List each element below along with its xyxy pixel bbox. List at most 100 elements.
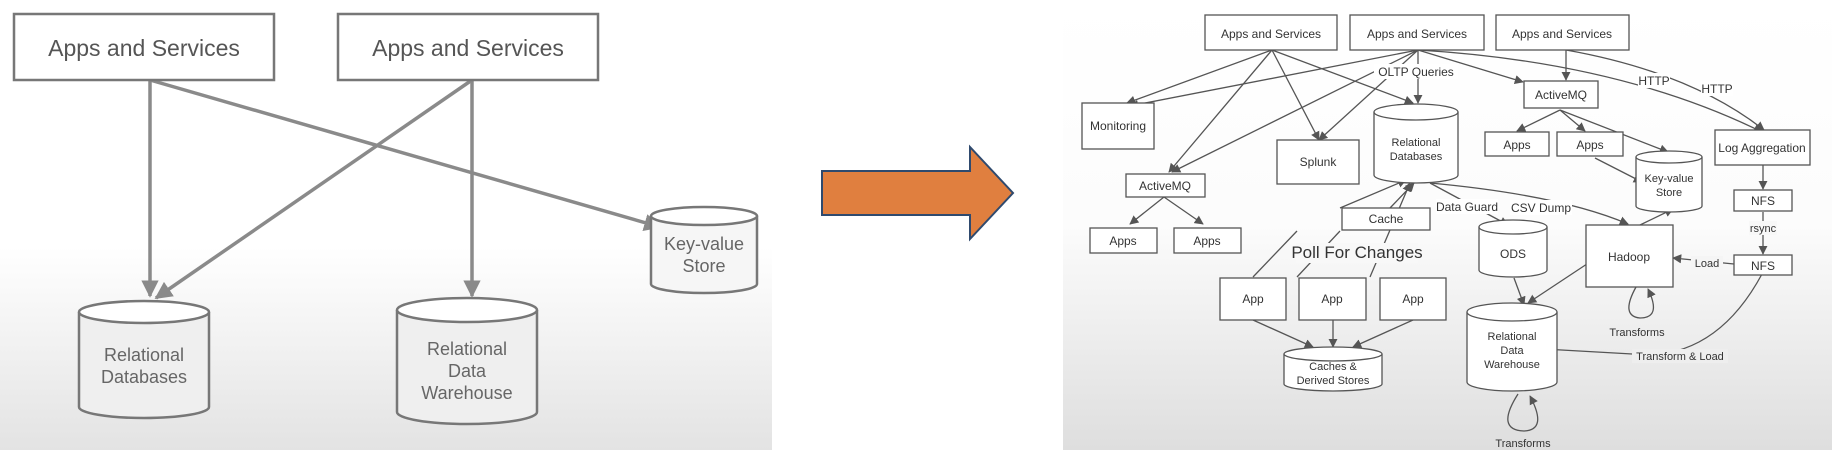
simple-architecture-panel: Apps and Services Apps and Services Rela… (0, 0, 772, 450)
cache-box: Cache (1341, 207, 1431, 231)
rdb-label-line2: Databases (1390, 151, 1443, 163)
nfs-box-2: NFS (1733, 254, 1793, 276)
edge-http (1565, 49, 1765, 131)
monitoring-box: Monitoring (1081, 102, 1155, 150)
nfs-label: NFS (1751, 259, 1775, 273)
transform-load-label: Transform & Load (1636, 351, 1724, 363)
edge (1163, 196, 1204, 225)
apps-label: Apps (1109, 234, 1136, 248)
simple-connectors (141, 78, 662, 300)
http-label: HTTP (1701, 82, 1732, 96)
edge (1527, 257, 1597, 304)
nfs-box-1: NFS (1733, 189, 1793, 212)
caches-label-line2: Derived Stores (1297, 375, 1370, 387)
rdb-label-line1: Relational (1392, 137, 1441, 149)
relational-databases-cylinder: Relational Databases (1373, 103, 1459, 184)
key-value-store-cylinder: Key-value Store (1635, 150, 1703, 213)
app-label: App (1321, 292, 1343, 306)
warehouse-label-line3: Warehouse (421, 383, 512, 403)
label-mask (1632, 349, 1728, 363)
edge (1339, 179, 1407, 209)
apps-services-label: Apps and Services (372, 35, 564, 61)
ods-label: ODS (1500, 247, 1526, 261)
label-mask (1638, 73, 1670, 88)
warehouse-label-line2: Data (1500, 345, 1524, 357)
edge (1559, 109, 1586, 132)
app-box-3: App (1379, 277, 1447, 321)
kv-label-line1: Key-value (1645, 173, 1694, 185)
label-mask (1296, 243, 1418, 263)
transition-arrow-icon (821, 144, 1015, 242)
edge-hadoop-transforms-loop (1628, 286, 1656, 319)
apps-services-box-3: Apps and Services (1495, 14, 1630, 51)
activemq-box-top: ActiveMQ (1523, 80, 1599, 109)
app-label: App (1242, 292, 1264, 306)
oltp-queries-label: OLTP Queries (1378, 65, 1454, 79)
warehouse-label-line2: Data (448, 361, 487, 381)
label-mask (1436, 199, 1498, 214)
edge-csv-dump (1429, 182, 1629, 225)
cache-label: Cache (1369, 212, 1404, 226)
edge (1168, 49, 1273, 173)
edge (1129, 196, 1165, 225)
load-label: Load (1695, 258, 1719, 270)
splunk-label: Splunk (1300, 155, 1338, 169)
label-mask (1374, 64, 1458, 79)
complex-architecture-panel: Apps and Services Apps and Services Apps… (1063, 0, 1832, 450)
apps-label: Apps (1576, 138, 1603, 152)
apps-services-label: Apps and Services (1221, 27, 1321, 41)
apps-box-a: Apps (1484, 131, 1550, 157)
edge-http (1417, 49, 1763, 133)
edge (1559, 109, 1669, 154)
edge-apps-right-to-rdb (154, 78, 473, 300)
activemq-label: ActiveMQ (1535, 88, 1587, 102)
apps-services-box-2: Apps and Services (1349, 14, 1485, 51)
apps-label: Apps (1503, 138, 1530, 152)
apps-services-box-left: Apps and Services (12, 12, 276, 82)
hadoop-box: Hadoop (1585, 224, 1674, 288)
edge (1271, 49, 1414, 105)
hadoop-label: Hadoop (1608, 250, 1650, 264)
caches-derived-stores-cylinder: Caches & Derived Stores (1283, 346, 1383, 392)
rdb-label-line1: Relational (104, 345, 184, 365)
edge (1594, 157, 1643, 183)
warehouse-label-line1: Relational (427, 339, 507, 359)
warehouse-transforms-label: Transforms (1495, 438, 1551, 450)
label-mask (1701, 81, 1733, 96)
ods-cylinder: ODS (1478, 219, 1548, 278)
apps-label: Apps (1193, 234, 1220, 248)
edge (1417, 49, 1524, 84)
csv-dump-label: CSV Dump (1511, 201, 1571, 215)
rsync-label: rsync (1750, 223, 1777, 235)
caches-label-line1: Caches & (1309, 361, 1357, 373)
data-warehouse-cylinder: Relational Data Warehouse (395, 296, 539, 426)
key-value-store-cylinder: Key-value Store (649, 205, 759, 295)
apps-box-b: Apps (1556, 131, 1624, 157)
log-aggregation-label: Log Aggregation (1718, 141, 1805, 155)
warehouse-label-line1: Relational (1488, 331, 1537, 343)
apps-box-c: Apps (1089, 227, 1158, 254)
apps-services-box-1: Apps and Services (1204, 14, 1338, 51)
warehouse-label-line3: Warehouse (1484, 359, 1540, 371)
hadoop-transforms-label: Transforms (1609, 327, 1665, 339)
apps-services-box-right: Apps and Services (336, 12, 600, 82)
edge (1352, 319, 1414, 348)
app-box-1: App (1219, 277, 1287, 321)
data-guard-label: Data Guard (1436, 200, 1498, 214)
label-mask (1510, 200, 1572, 215)
poll-for-changes-label: Poll For Changes (1291, 243, 1422, 262)
rdb-label-line2: Databases (101, 367, 187, 387)
http-label: HTTP (1638, 74, 1669, 88)
log-aggregation-box: Log Aggregation (1714, 129, 1811, 166)
activemq-label: ActiveMQ (1139, 179, 1191, 193)
edge (1252, 319, 1314, 348)
activemq-box-left: ActiveMQ (1125, 173, 1206, 198)
nfs-label: NFS (1751, 194, 1775, 208)
kv-label-line2: Store (682, 256, 725, 276)
splunk-box: Splunk (1276, 139, 1360, 185)
label-mask (1749, 221, 1777, 235)
edge (1271, 49, 1320, 141)
monitoring-label: Monitoring (1090, 119, 1146, 133)
apps-box-d: Apps (1173, 227, 1242, 254)
relational-databases-cylinder: Relational Databases (77, 299, 211, 420)
